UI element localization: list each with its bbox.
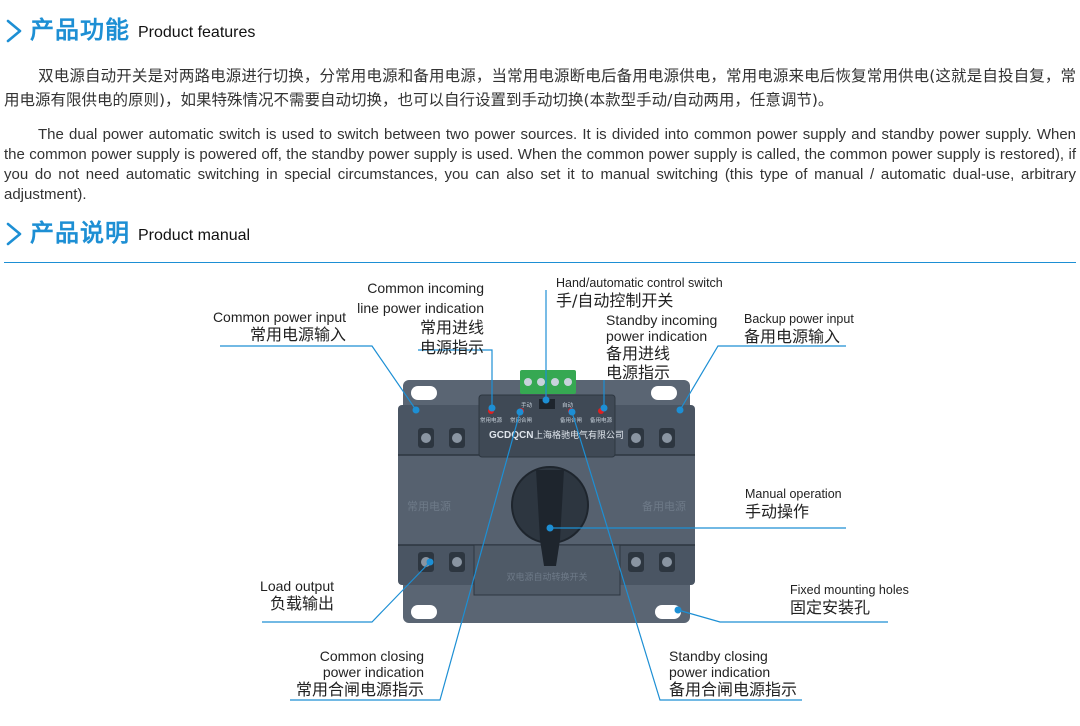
mounting-hole (411, 605, 437, 619)
leader-dots (412, 396, 684, 614)
label-fixed-mounting-holes: Fixed mounting holes 固定安装孔 (790, 583, 909, 617)
section-header-features: 产品功能 Product features (4, 16, 255, 44)
label-manual-operation: Manual operation 手动操作 (745, 487, 842, 521)
section-title-en: Product features (138, 24, 256, 41)
section-title-cn: 产品说明 (30, 219, 130, 247)
hand-auto-switch[interactable] (539, 399, 555, 409)
chevron-right-icon (6, 222, 22, 246)
mounting-hole (411, 386, 437, 400)
switch-label-auto: 自动 (562, 401, 574, 409)
mounting-hole (651, 386, 677, 400)
label-backup-power-input: Backup power input 备用电源输入 (744, 312, 854, 346)
manual-operation-handle[interactable] (536, 470, 564, 566)
led-label: 备用合闸 (560, 416, 582, 424)
features-text-en: The dual power automatic switch is used … (4, 126, 1076, 203)
label-hand-auto-switch: Hand/automatic control switch 手/自动控制开关 (556, 276, 723, 310)
label-load-output: Load output 负载输出 (260, 578, 334, 613)
control-terminal-block (520, 370, 576, 394)
left-panel-label: 常用电源 (407, 499, 451, 513)
section-header-manual: 产品说明 Product manual (4, 219, 250, 247)
label-common-incoming: Common incoming line power indication 常用… (357, 280, 484, 357)
features-paragraph-en: The dual power automatic switch is used … (4, 125, 1076, 205)
output-terminals-right (628, 552, 675, 572)
brand-label: GCDQCN (489, 430, 533, 441)
chevron-right-icon (6, 19, 22, 43)
label-standby-incoming: Standby incoming power indication 备用进线 电… (606, 312, 718, 382)
mounting-hole (655, 605, 681, 619)
divider-line (4, 262, 1076, 263)
right-panel-label: 备用电源 (642, 499, 686, 513)
bottom-plate-label: 双电源自动转换开关 (506, 571, 587, 583)
input-terminals-left (418, 428, 465, 448)
input-terminals-right (628, 428, 675, 448)
led-label: 备用电源 (590, 416, 613, 424)
leader-lines (220, 290, 888, 701)
label-standby-closing: Standby closing power indication 备用合闸电源指… (669, 648, 798, 699)
features-paragraph-cn: 双电源自动开关是对两路电源进行切换，分常用电源和备用电源，当常用电源断电后备用电… (4, 64, 1076, 112)
section-title-cn: 产品功能 (30, 16, 130, 44)
section-title-en: Product manual (138, 227, 251, 244)
switch-label-manual: 手动 (521, 401, 533, 409)
led-label: 常用电源 (480, 416, 503, 424)
led-label: 常用合闸 (510, 416, 532, 424)
label-common-power-input: Common power input 常用电源输入 (212, 309, 346, 344)
label-common-closing: Common closing power indication 常用合闸电源指示 (295, 648, 424, 699)
features-text-cn: 双电源自动开关是对两路电源进行切换，分常用电源和备用电源，当常用电源断电后备用电… (4, 67, 1076, 109)
